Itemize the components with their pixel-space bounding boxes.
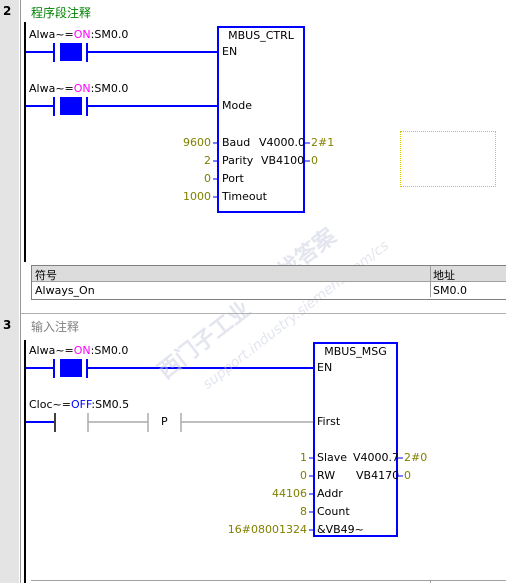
pin-slave: Slave xyxy=(317,451,348,464)
address-cell[interactable]: SM0.0 xyxy=(433,284,467,297)
pin-count: Count xyxy=(317,505,350,518)
pin-parity: Parity xyxy=(222,154,254,167)
gutter-divider xyxy=(20,0,21,583)
symbol-table-divider xyxy=(430,266,431,297)
value-port[interactable]: 0 xyxy=(204,172,211,185)
selection-box xyxy=(400,131,496,187)
pin-first: First xyxy=(317,415,341,428)
pin-mode: Mode xyxy=(222,99,252,112)
network-title-3[interactable]: 输入注释 xyxy=(31,320,80,334)
pin-error: VB4100 xyxy=(261,154,305,167)
contact-label-always-on-1[interactable]: Alwa~=ON:SM0.0 xyxy=(29,28,129,41)
pin-baud: Baud xyxy=(222,136,251,149)
symbol-table-header xyxy=(32,266,506,282)
pin-error-msg: VB4170 xyxy=(356,469,400,482)
symbol-cell[interactable]: Always_On xyxy=(35,284,95,297)
mbus-msg-title: MBUS_MSG xyxy=(324,345,387,358)
power-rail-3 xyxy=(24,340,26,583)
value-rw[interactable]: 0 xyxy=(300,469,307,482)
pin-en-msg: EN xyxy=(317,361,333,374)
value-baud[interactable]: 9600 xyxy=(183,136,211,149)
value-error[interactable]: 0 xyxy=(311,154,318,167)
power-rail-2 xyxy=(24,22,26,262)
value-done-msg[interactable]: 2#0 xyxy=(404,451,428,464)
network-title-2[interactable]: 程序段注释 xyxy=(31,6,92,20)
network-separator xyxy=(21,313,506,314)
pin-dataptr: &VB49~ xyxy=(317,523,364,536)
network-number-2: 2 xyxy=(3,4,12,18)
pin-done: V4000.0 xyxy=(259,136,306,149)
value-addr[interactable]: 44106 xyxy=(272,487,307,500)
value-slave[interactable]: 1 xyxy=(300,451,307,464)
pin-en: EN xyxy=(222,45,238,58)
contact-label-always-on-3[interactable]: Alwa~=ON:SM0.0 xyxy=(29,344,129,357)
value-done[interactable]: 2#1 xyxy=(311,136,335,149)
mbus-ctrl-block[interactable] xyxy=(217,26,305,213)
pin-port: Port xyxy=(222,172,244,185)
value-count[interactable]: 8 xyxy=(300,505,307,518)
network-gutter xyxy=(0,0,19,583)
address-col-header[interactable]: 地址 xyxy=(433,269,455,282)
symbol-table-3-edge xyxy=(31,580,506,581)
pin-addr: Addr xyxy=(317,487,343,500)
symbol-col-header[interactable]: 符号 xyxy=(35,269,57,282)
pin-rw: RW xyxy=(317,469,336,482)
contact-label-always-on-2[interactable]: Alwa~=ON:SM0.0 xyxy=(29,82,129,95)
pin-done-msg: V4000.7 xyxy=(353,451,400,464)
symbol-table xyxy=(31,265,506,300)
mbus-msg-block[interactable] xyxy=(313,342,398,537)
value-timeout[interactable]: 1000 xyxy=(183,190,211,203)
value-parity[interactable]: 2 xyxy=(204,154,211,167)
value-error-msg[interactable]: 0 xyxy=(404,469,411,482)
symbol-table-3-divider xyxy=(430,580,431,583)
pin-timeout: Timeout xyxy=(222,190,267,203)
contact-label-clock[interactable]: Cloc~=OFF:SM0.5 xyxy=(29,398,130,411)
value-dataptr[interactable]: 16#08001324 xyxy=(227,523,307,536)
network-number-3: 3 xyxy=(3,318,12,332)
mbus-ctrl-title: MBUS_CTRL xyxy=(228,29,294,42)
positive-edge-label: P xyxy=(161,415,168,428)
